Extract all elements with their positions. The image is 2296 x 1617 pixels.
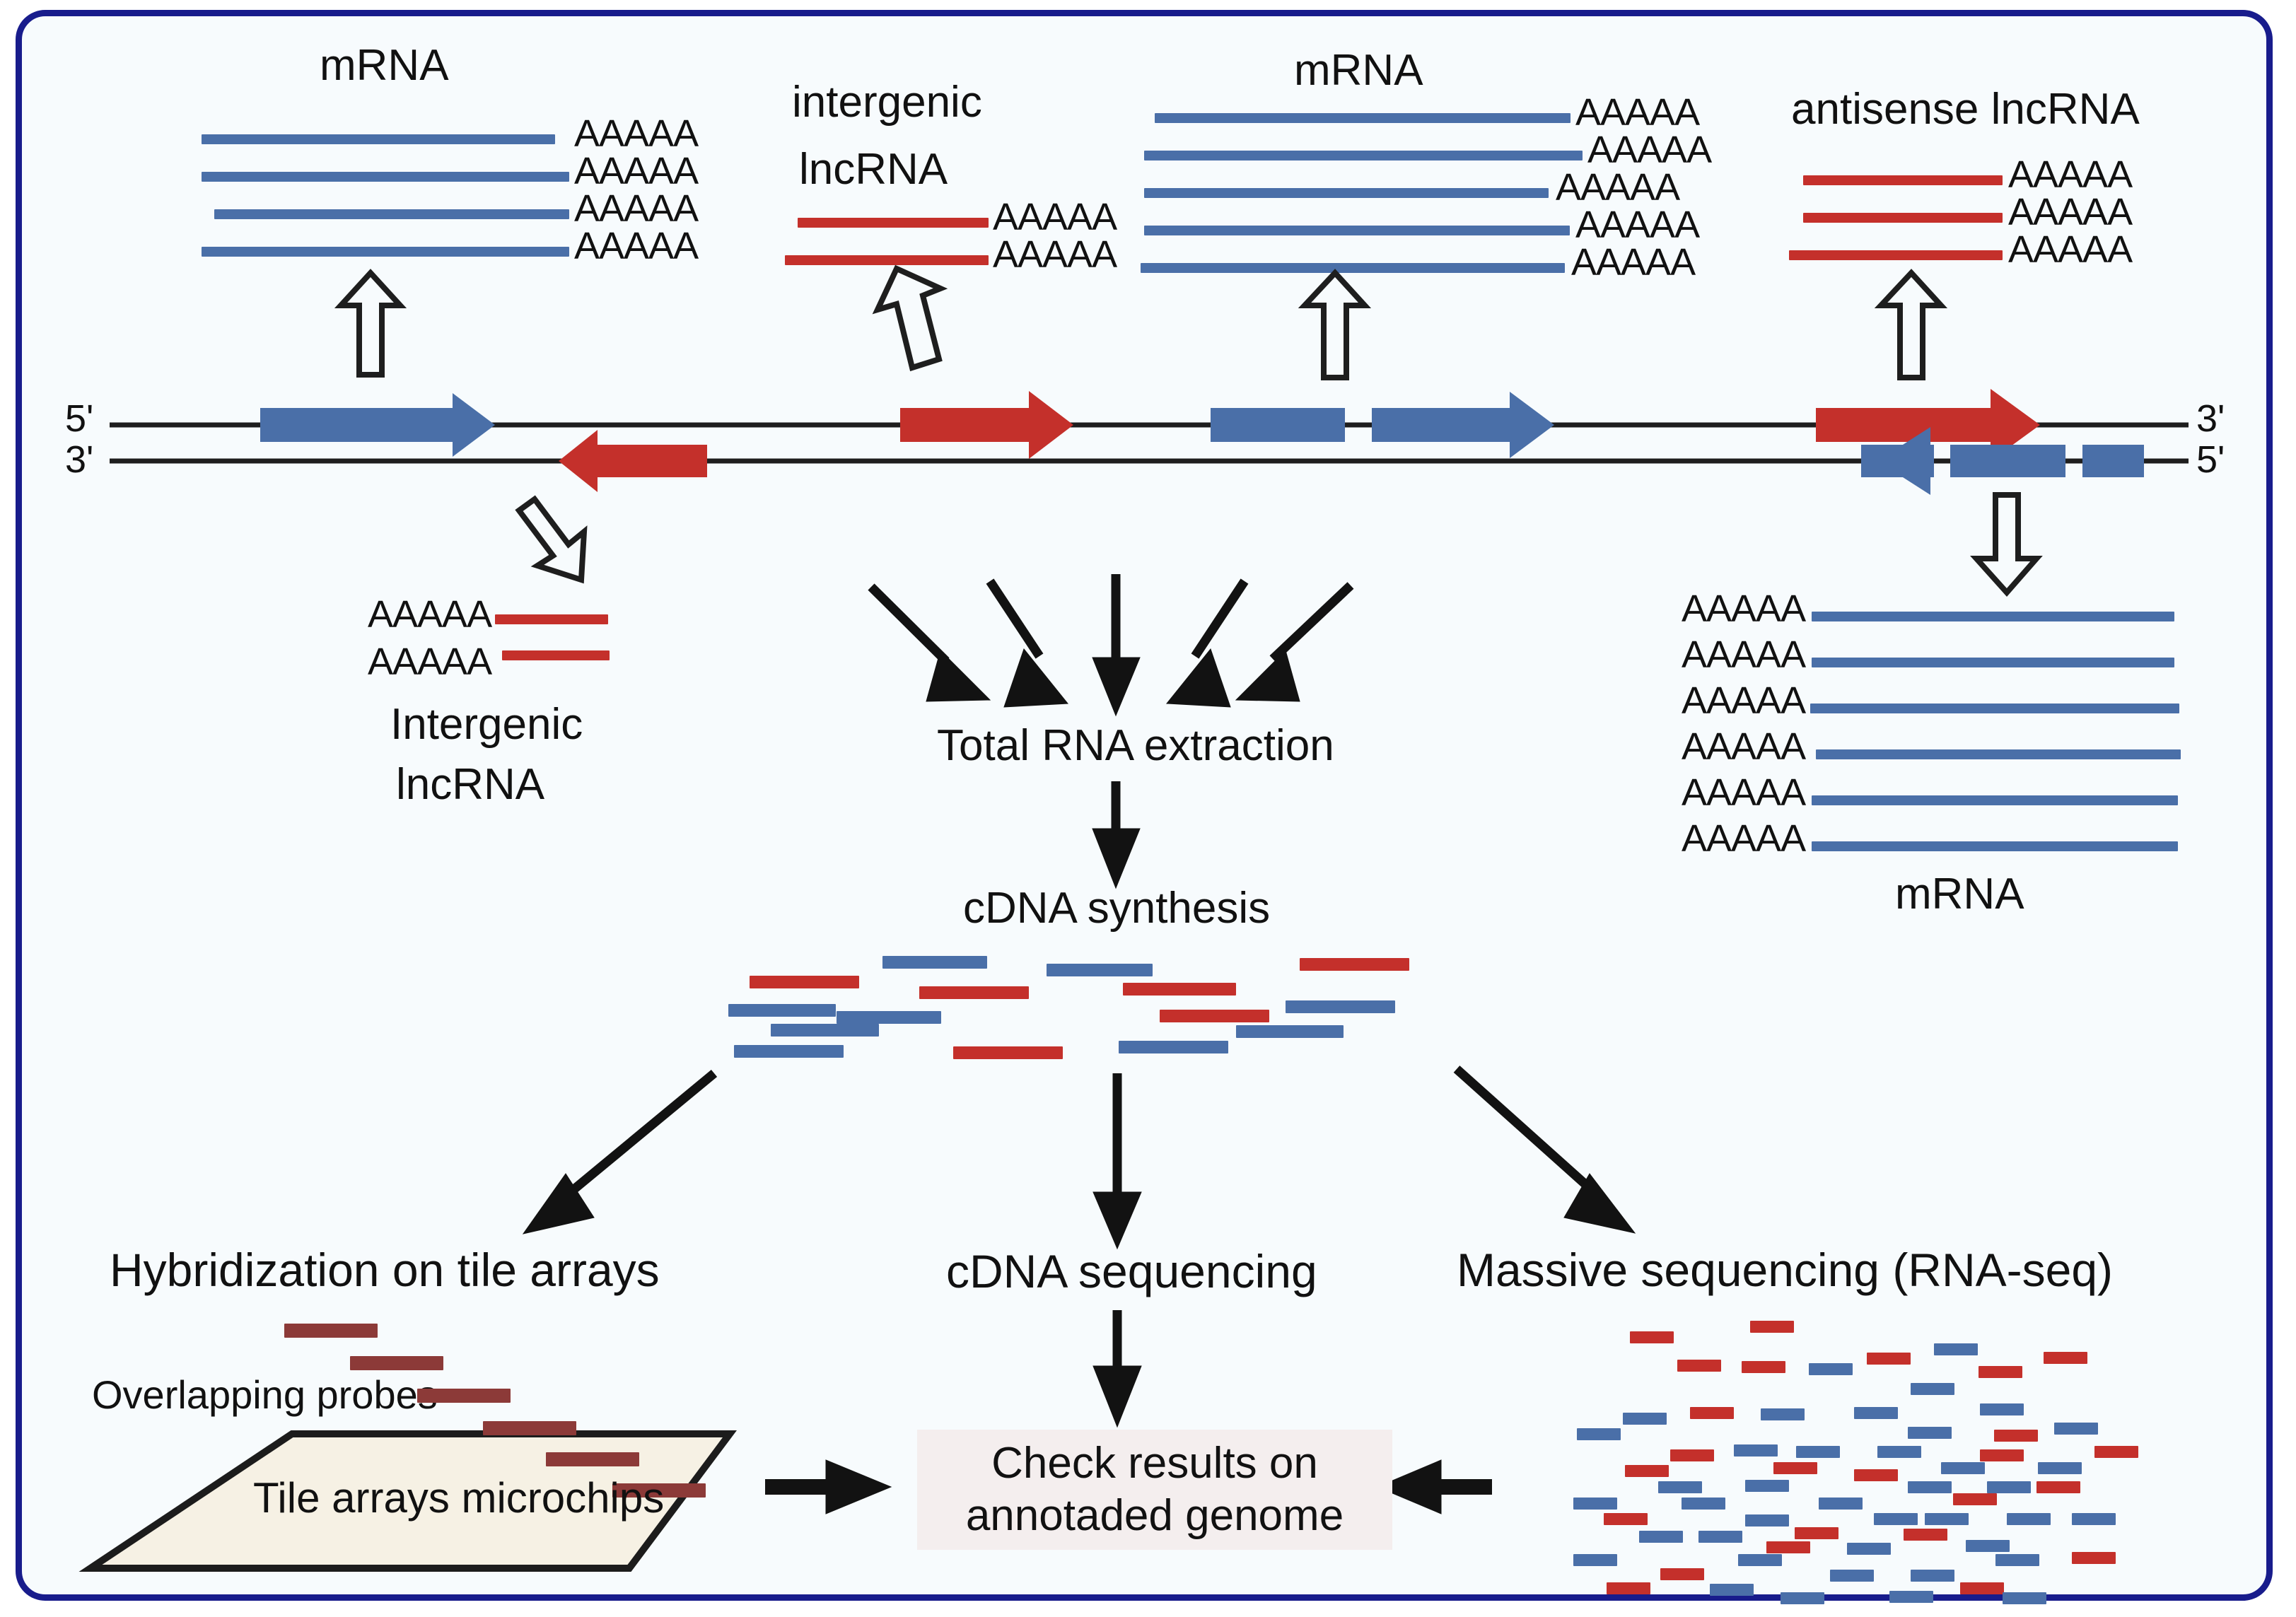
poly-a-tail: AAAAA: [1575, 91, 1700, 134]
poly-a-tail: AAAAA: [2008, 153, 2133, 196]
intergenic-lncrna-bottom-label-line1: Intergenic: [390, 700, 583, 749]
poly-a-tail: AAAAA: [368, 641, 492, 683]
strand-label-5prime-left: 5': [65, 397, 94, 440]
mrna-center-label: mRNA: [1294, 46, 1423, 95]
intergenic-lncrna-top-label-line2: lncRNA: [799, 145, 948, 194]
intergenic-lncrna-bottom-label-line2: lncRNA: [396, 760, 545, 809]
check-results-line2: annotaded genome: [965, 1491, 1344, 1540]
branch-cdna-sequencing-label: cDNA sequencing: [946, 1245, 1317, 1297]
poly-a-tail: AAAAA: [1575, 204, 1700, 246]
poly-a-tail: AAAAA: [1682, 679, 1806, 722]
poly-a-tail: AAAAA: [2008, 191, 2133, 233]
poly-a-tail: AAAAA: [1682, 634, 1806, 676]
poly-a-tail: AAAAA: [1682, 588, 1806, 630]
poly-a-tail: AAAAA: [1682, 771, 1806, 814]
tile-array-microchip-label: Tile arrays microchips: [253, 1474, 665, 1522]
poly-a-tail: AAAAA: [574, 187, 699, 230]
antisense-lncrna-label: antisense lncRNA: [1791, 85, 2140, 134]
poly-a-tail: AAAAA: [993, 196, 1117, 238]
strand-label-5prime-right: 5': [2196, 438, 2225, 481]
poly-a-tail: AAAAA: [368, 593, 492, 636]
intergenic-lncrna-top-label-line1: intergenic: [792, 78, 982, 127]
check-results-line1: Check results on: [991, 1438, 1318, 1488]
poly-a-tail: AAAAA: [1571, 241, 1696, 284]
poly-a-tail: AAAAA: [1556, 166, 1680, 209]
poly-a-tail: AAAAA: [1682, 725, 1806, 768]
poly-a-tail: AAAAA: [574, 150, 699, 192]
poly-a-tail: AAAAA: [2008, 228, 2133, 271]
poly-a-tail: AAAAA: [993, 233, 1117, 276]
check-results-box[interactable]: Check results on annotaded genome: [917, 1430, 1392, 1550]
mrna-left-label: mRNA: [320, 41, 449, 90]
poly-a-tail: AAAAA: [1587, 129, 1712, 171]
step-total-rna-extraction: Total RNA extraction: [937, 721, 1334, 770]
strand-label-3prime-left: 3': [65, 438, 94, 481]
poly-a-tail: AAAAA: [574, 112, 699, 155]
mrna-right-bottom-label: mRNA: [1895, 870, 2024, 918]
strand-label-3prime-right: 3': [2196, 397, 2225, 440]
overlapping-probes-label: Overlapping probes: [92, 1372, 438, 1417]
step-cdna-synthesis: cDNA synthesis: [963, 884, 1271, 933]
poly-a-tail: AAAAA: [1682, 817, 1806, 860]
poly-a-tail: AAAAA: [574, 225, 699, 267]
branch-massive-sequencing-label: Massive sequencing (RNA-seq): [1457, 1244, 2114, 1296]
branch-hybridization-label: Hybridization on tile arrays: [110, 1244, 660, 1296]
